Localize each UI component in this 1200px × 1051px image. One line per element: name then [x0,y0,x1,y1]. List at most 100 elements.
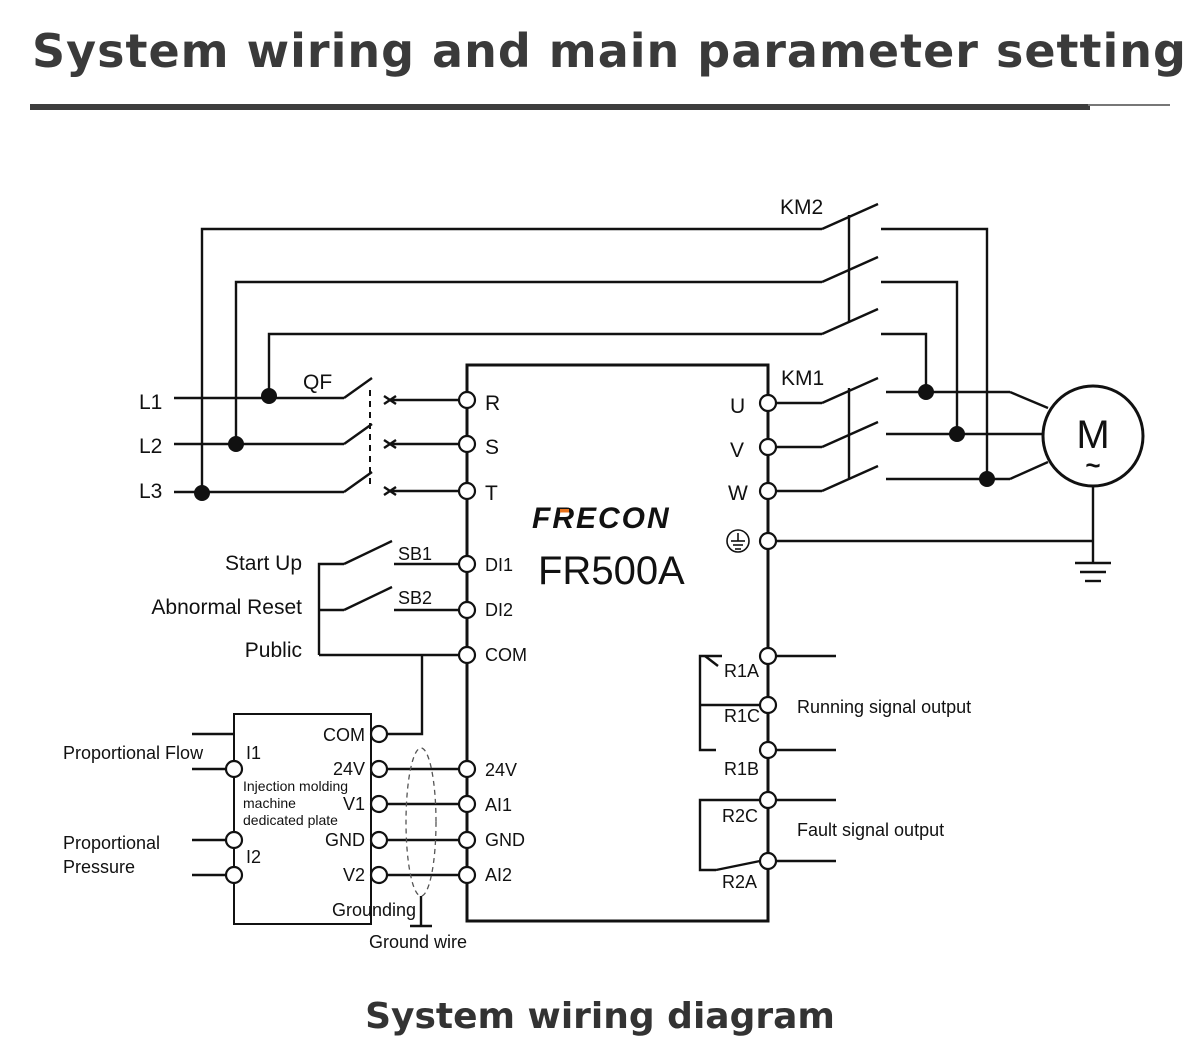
shield-ground [410,896,432,928]
drive-model: FR500A [538,549,685,593]
junction-l2 [228,436,244,452]
plate-terminal-v1 [369,794,389,814]
terminal-earth [758,531,778,551]
label-running-signal-output: Running signal output [797,697,971,717]
terminal-label-u: U [730,395,745,418]
analog-wires [387,767,459,877]
plate-terminal-i2-a [224,830,244,850]
switch-label-sb2: SB2 [398,588,432,608]
terminal-r2c [758,790,778,810]
breaker-qf [343,377,459,496]
junction-v [949,426,965,442]
plate-line-1: Injection molding [243,778,348,794]
motor-ground-wire [776,486,1095,562]
relay-r2-wires [698,798,836,872]
terminal-com [457,645,477,665]
terminal-di2 [457,600,477,620]
label-grounding: Grounding [332,900,416,920]
bypass-wires [200,227,822,492]
label-abnormal-reset: Abnormal Reset [151,596,302,619]
plate-terminal-label-v2: V2 [343,865,365,885]
terminal-gnd [457,830,477,850]
terminal-label-com: COM [485,645,527,665]
terminal-label-r1b: R1B [724,759,759,779]
terminal-w [758,481,778,501]
junction-l1 [261,388,277,404]
plate-terminal-24v [369,759,389,779]
label-pressure: Pressure [63,857,135,877]
brand-accent [560,509,569,513]
plate-terminal-label-com: COM [323,725,365,745]
terminal-label-s: S [485,436,499,459]
plate-left-wires [192,732,234,877]
plate-terminal-label-v1: V1 [343,794,365,814]
motor-symbol: M [1076,413,1109,457]
digital-input-wires [317,539,459,736]
page-title: System wiring and main parameter setting [32,24,1187,78]
plate-terminal-i1 [224,759,244,779]
terminal-label-r2c: R2C [722,806,758,826]
switch-label-sb1: SB1 [398,544,432,564]
line-label-l1: L1 [139,391,162,414]
terminal-24v [457,759,477,779]
plate-terminal-v2 [369,865,389,885]
terminal-ai1 [457,794,477,814]
plate-terminal-i2-b [224,865,244,885]
contactor-km2 [821,202,989,479]
drive-box [465,363,770,923]
label-public: Public [245,639,302,662]
label-proportional: Proportional [63,833,160,853]
terminal-label-r: R [485,392,500,415]
label-proportional-flow: Proportional Flow [63,743,204,763]
plate-terminal-label-i1: I1 [246,743,261,763]
plate-line-2: machine [243,795,296,811]
terminal-label-t: T [485,482,498,505]
ground-icon [1075,561,1111,583]
terminal-r1a [758,646,778,666]
plate-terminal-gnd [369,830,389,850]
terminal-label-di1: DI1 [485,555,513,575]
contactor-km1 [776,376,1049,493]
terminal-v [758,437,778,457]
brand-logo: FRECON [532,502,671,535]
label-fault-signal-output: Fault signal output [797,820,944,840]
terminal-r1c [758,695,778,715]
plate-terminal-label-gnd: GND [325,830,365,850]
junction-l3 [194,485,210,501]
shielded-cable [405,747,437,897]
plate-terminal-com [369,724,389,744]
terminal-label-ai1: AI1 [485,795,512,815]
terminal-s [457,434,477,454]
km2-label: KM2 [780,196,823,219]
terminal-r [457,390,477,410]
terminal-ai2 [457,865,477,885]
terminal-di1 [457,554,477,574]
junction-u [918,384,934,400]
terminal-label-24v: 24V [485,760,517,780]
diagram-caption: System wiring diagram [365,996,835,1037]
terminal-r2a [758,851,778,871]
terminal-label-di2: DI2 [485,600,513,620]
line-label-l2: L2 [139,435,162,458]
junction-w [979,471,995,487]
terminal-label-r1a: R1A [724,661,759,681]
terminal-label-r2a: R2A [722,872,757,892]
terminal-label-v: V [730,439,744,462]
terminal-label-ai2: AI2 [485,865,512,885]
plate-terminal-label-i2: I2 [246,847,261,867]
terminal-label-w: W [728,482,748,505]
terminal-r1b [758,740,778,760]
breaker-label: QF [303,371,332,394]
plate-box [233,713,372,925]
plate-terminal-label-24v: 24V [333,759,365,779]
terminal-t [457,481,477,501]
terminal-label-gnd: GND [485,830,525,850]
line-label-l3: L3 [139,480,162,503]
title-underline-extension [1088,104,1170,106]
plate-line-3: dedicated plate [243,812,338,828]
terminal-u [758,393,778,413]
supply-wires [174,396,344,494]
earth-icon [726,529,750,553]
motor-ac-symbol: ~ [1085,450,1100,480]
